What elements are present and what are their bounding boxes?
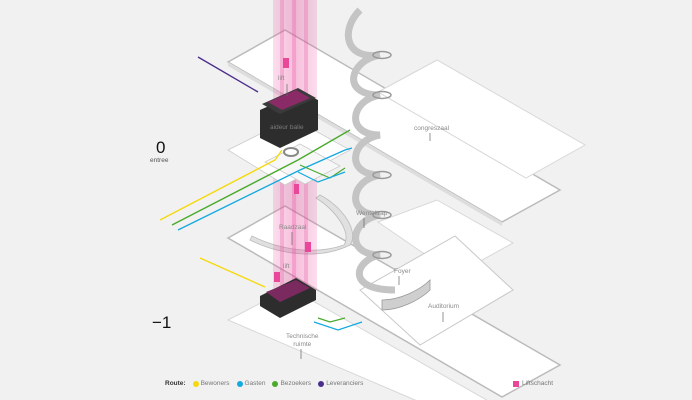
spiral-rings	[372, 50, 392, 260]
auditorium-wall	[381, 279, 431, 311]
route-gasten-lower	[313, 321, 363, 331]
legend-item-gasten: Gasten	[236, 380, 265, 387]
legend-dot-bewoners	[192, 380, 199, 387]
legend-dot-gasten	[236, 380, 243, 387]
legend-item-bewoners: Bewoners	[192, 380, 230, 387]
legend-item-bezoekers: Bezoekers	[272, 380, 311, 387]
technical-box	[260, 278, 316, 318]
label-lift-bottom: lift	[283, 263, 290, 270]
legend-title: Route:	[165, 380, 186, 387]
legend-liftschacht: Liftschacht	[513, 380, 553, 387]
spiral-staircase	[344, 7, 396, 294]
legend-dot-bezoekers	[272, 380, 279, 387]
label-auditorium: Auditorium	[428, 303, 460, 310]
label-congreszaal: congreszaal	[414, 125, 450, 132]
level-0-number: 0	[156, 138, 166, 157]
route-legend: Route: Bewoners Gasten Bezoekers Leveran…	[165, 380, 363, 387]
lift-car-mid	[305, 242, 311, 252]
label-foyer: Foyer	[394, 268, 411, 275]
label-technische-ruimte: Technische ruimte	[286, 333, 319, 348]
label-balie: aideur balie	[270, 124, 304, 131]
liftschacht-label: Liftschacht	[522, 380, 554, 387]
floor-0-side-slab	[376, 59, 587, 179]
route-gasten	[177, 147, 353, 231]
lift-car-lower	[274, 272, 280, 282]
liftschacht-swatch	[513, 380, 519, 387]
route-bewoners	[159, 149, 283, 221]
leader-lines	[286, 84, 444, 359]
label-technische-line1: Technische	[286, 333, 319, 340]
route-leveranciers	[197, 56, 259, 93]
legend-item-leveranciers: Leveranciers	[318, 380, 363, 387]
level-minus1-number: −1	[152, 313, 172, 332]
route-bezoekers-lower	[317, 317, 346, 323]
label-technische-line2: ruimte	[293, 340, 312, 348]
label-wenteltrap: Wenteltrap	[356, 210, 388, 217]
balie-box	[260, 88, 318, 148]
route-gasten-branch	[297, 171, 346, 183]
legend-dot-leveranciers	[318, 380, 325, 387]
route-bewoners-lower	[199, 257, 266, 288]
lift-car-top	[283, 58, 289, 68]
level-0-name: entree	[150, 157, 169, 164]
lift-car-shaft	[294, 184, 299, 194]
route-bezoekers	[171, 129, 351, 226]
label-lift-top: lift	[278, 75, 285, 82]
label-raadzaal: Raadzaal	[279, 224, 307, 231]
